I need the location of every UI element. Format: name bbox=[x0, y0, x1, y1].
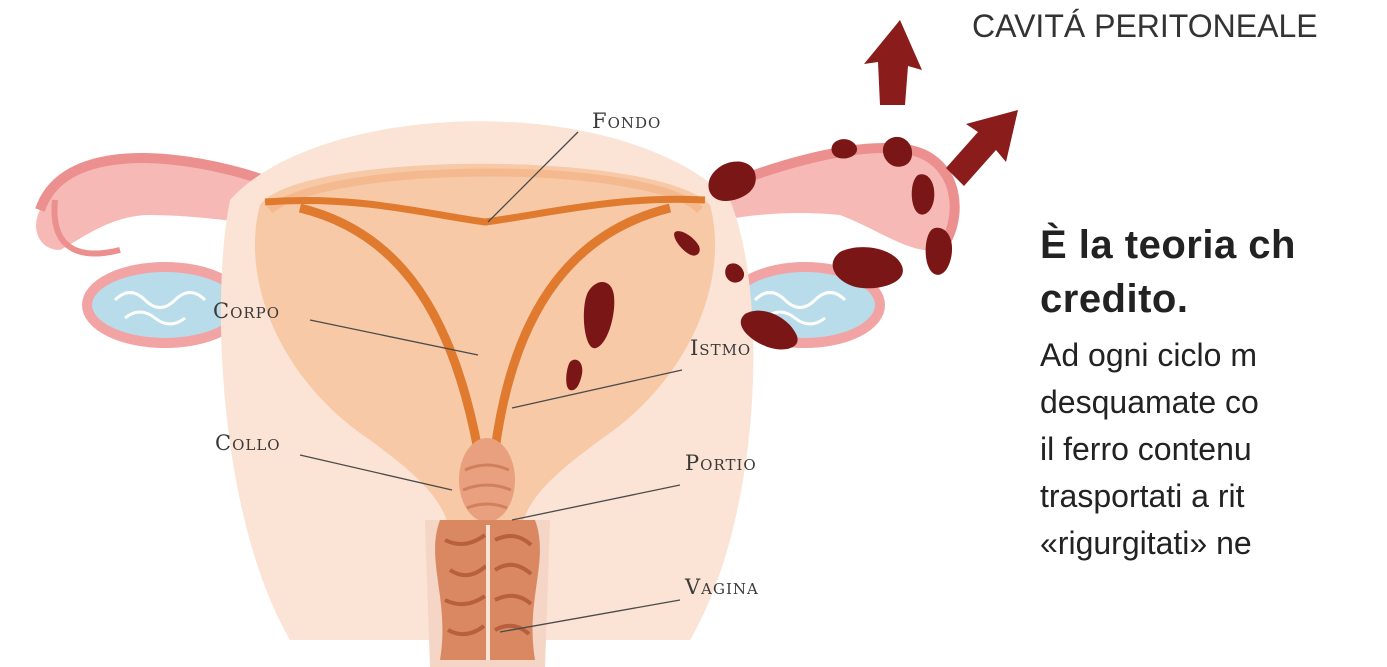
peritoneal-cavity-label: CAVITÁ PERITONEALE bbox=[972, 8, 1318, 45]
theory-heading-line-1: È la teoria ch bbox=[1040, 218, 1387, 272]
label-vagina: VAGINA bbox=[684, 575, 759, 599]
body-line-4: trasportati a rit bbox=[1040, 473, 1387, 520]
body-line-2: desquamate co bbox=[1040, 379, 1387, 426]
theory-heading-line-2: credito. bbox=[1040, 272, 1387, 326]
vagina bbox=[425, 520, 550, 667]
body-line-1: Ad ogni ciclo m bbox=[1040, 332, 1387, 379]
theory-text-block: È la teoria ch credito. Ad ogni ciclo m … bbox=[1040, 218, 1387, 567]
label-fondo: FONDO bbox=[592, 109, 661, 133]
cervix bbox=[459, 438, 515, 522]
arrow-up-right bbox=[946, 110, 1018, 186]
body-line-5: «rigurgitati» ne bbox=[1040, 520, 1387, 567]
body-line-3: il ferro contenu bbox=[1040, 426, 1387, 473]
arrow-up bbox=[864, 20, 922, 105]
